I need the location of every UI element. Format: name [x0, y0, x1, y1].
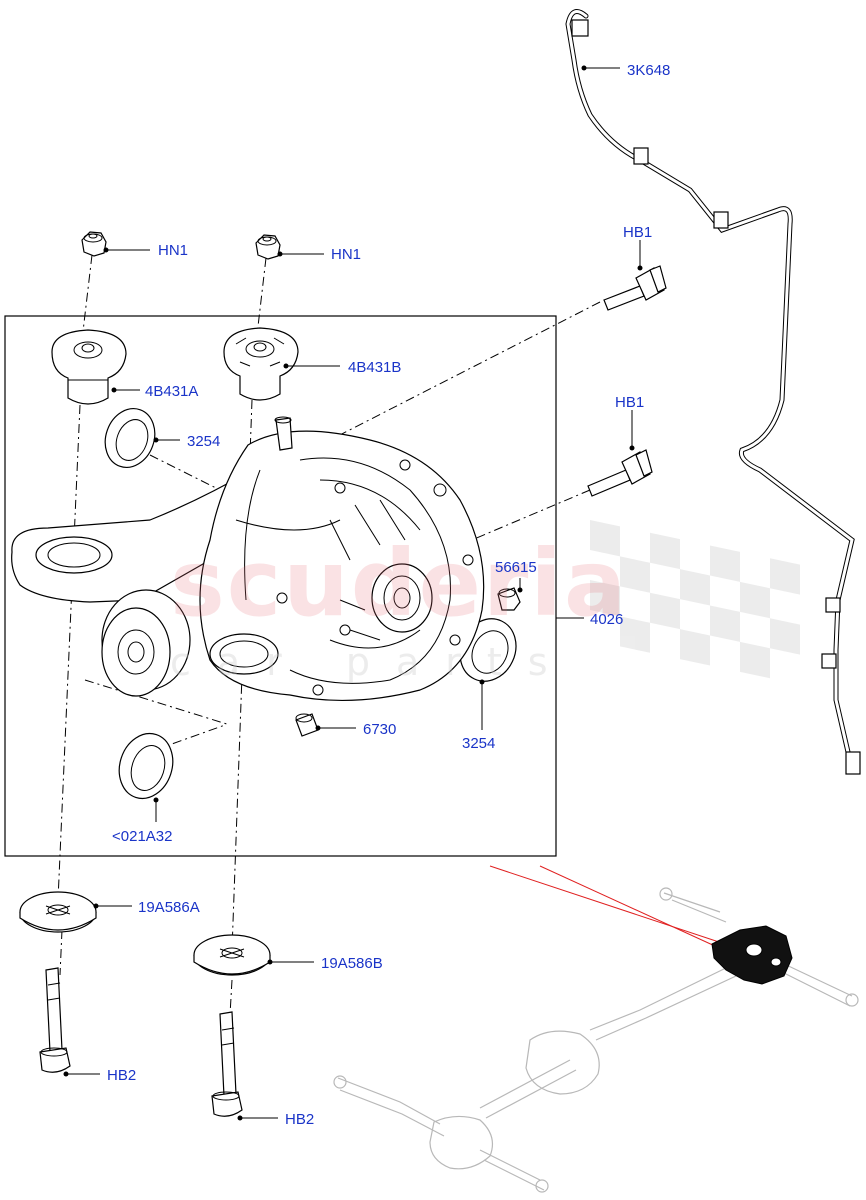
callout-hn1-left: HN1	[158, 242, 189, 259]
leader-lines	[63, 65, 643, 1121]
hb1-bolt-mid	[587, 449, 653, 497]
callout-hb2-left: HB2	[107, 1067, 137, 1084]
callout-hb2-right: HB2	[285, 1111, 315, 1128]
callout-3254-right: 3254	[462, 735, 496, 752]
watermark-text: scuderia	[170, 530, 629, 637]
callout-19a586b: 19A586B	[321, 955, 383, 972]
washer-19a586a	[19, 891, 97, 933]
breather-cap-56615	[497, 587, 521, 611]
hn1-nut-right	[255, 234, 281, 260]
plug-6730	[295, 713, 319, 737]
hn1-nut-left	[81, 231, 107, 257]
callout-4b431a: 4B431A	[145, 383, 199, 400]
watermark-subtext: car parts	[170, 640, 574, 684]
locator-leaders	[489, 865, 729, 953]
rear-differential-housing	[11, 416, 485, 702]
callout-4b431b: 4B431B	[348, 359, 402, 376]
callout-3k648: 3K648	[627, 62, 671, 79]
seal-021a32-lower	[118, 733, 174, 799]
vent-hose-3k648	[565, 9, 861, 775]
callout-56615: 56615	[495, 559, 537, 576]
washer-19a586b	[193, 934, 271, 976]
drivetrain-locator-thumbnail	[333, 887, 859, 1193]
seal-3254-upper	[104, 408, 156, 468]
callout-19a586a: 19A586A	[138, 899, 200, 916]
checkered-flag-watermark	[590, 520, 800, 679]
mount-4b431b	[223, 327, 299, 401]
callout-6730: 6730	[363, 721, 397, 738]
callout-3254-upper: 3254	[187, 433, 221, 450]
callout-hb1-mid: HB1	[615, 394, 645, 411]
callout-hb1-top: HB1	[623, 224, 653, 241]
hb2-bolt-right	[211, 1011, 243, 1117]
mount-4b431a	[51, 329, 127, 405]
callout-021a32: <021A32	[112, 828, 173, 845]
assembly-boundary-box	[4, 315, 557, 857]
callout-4026: 4026	[590, 611, 624, 628]
hb1-bolt-top	[603, 265, 667, 311]
callout-hn1-right: HN1	[331, 246, 362, 263]
hb2-bolt-left	[39, 967, 71, 1073]
